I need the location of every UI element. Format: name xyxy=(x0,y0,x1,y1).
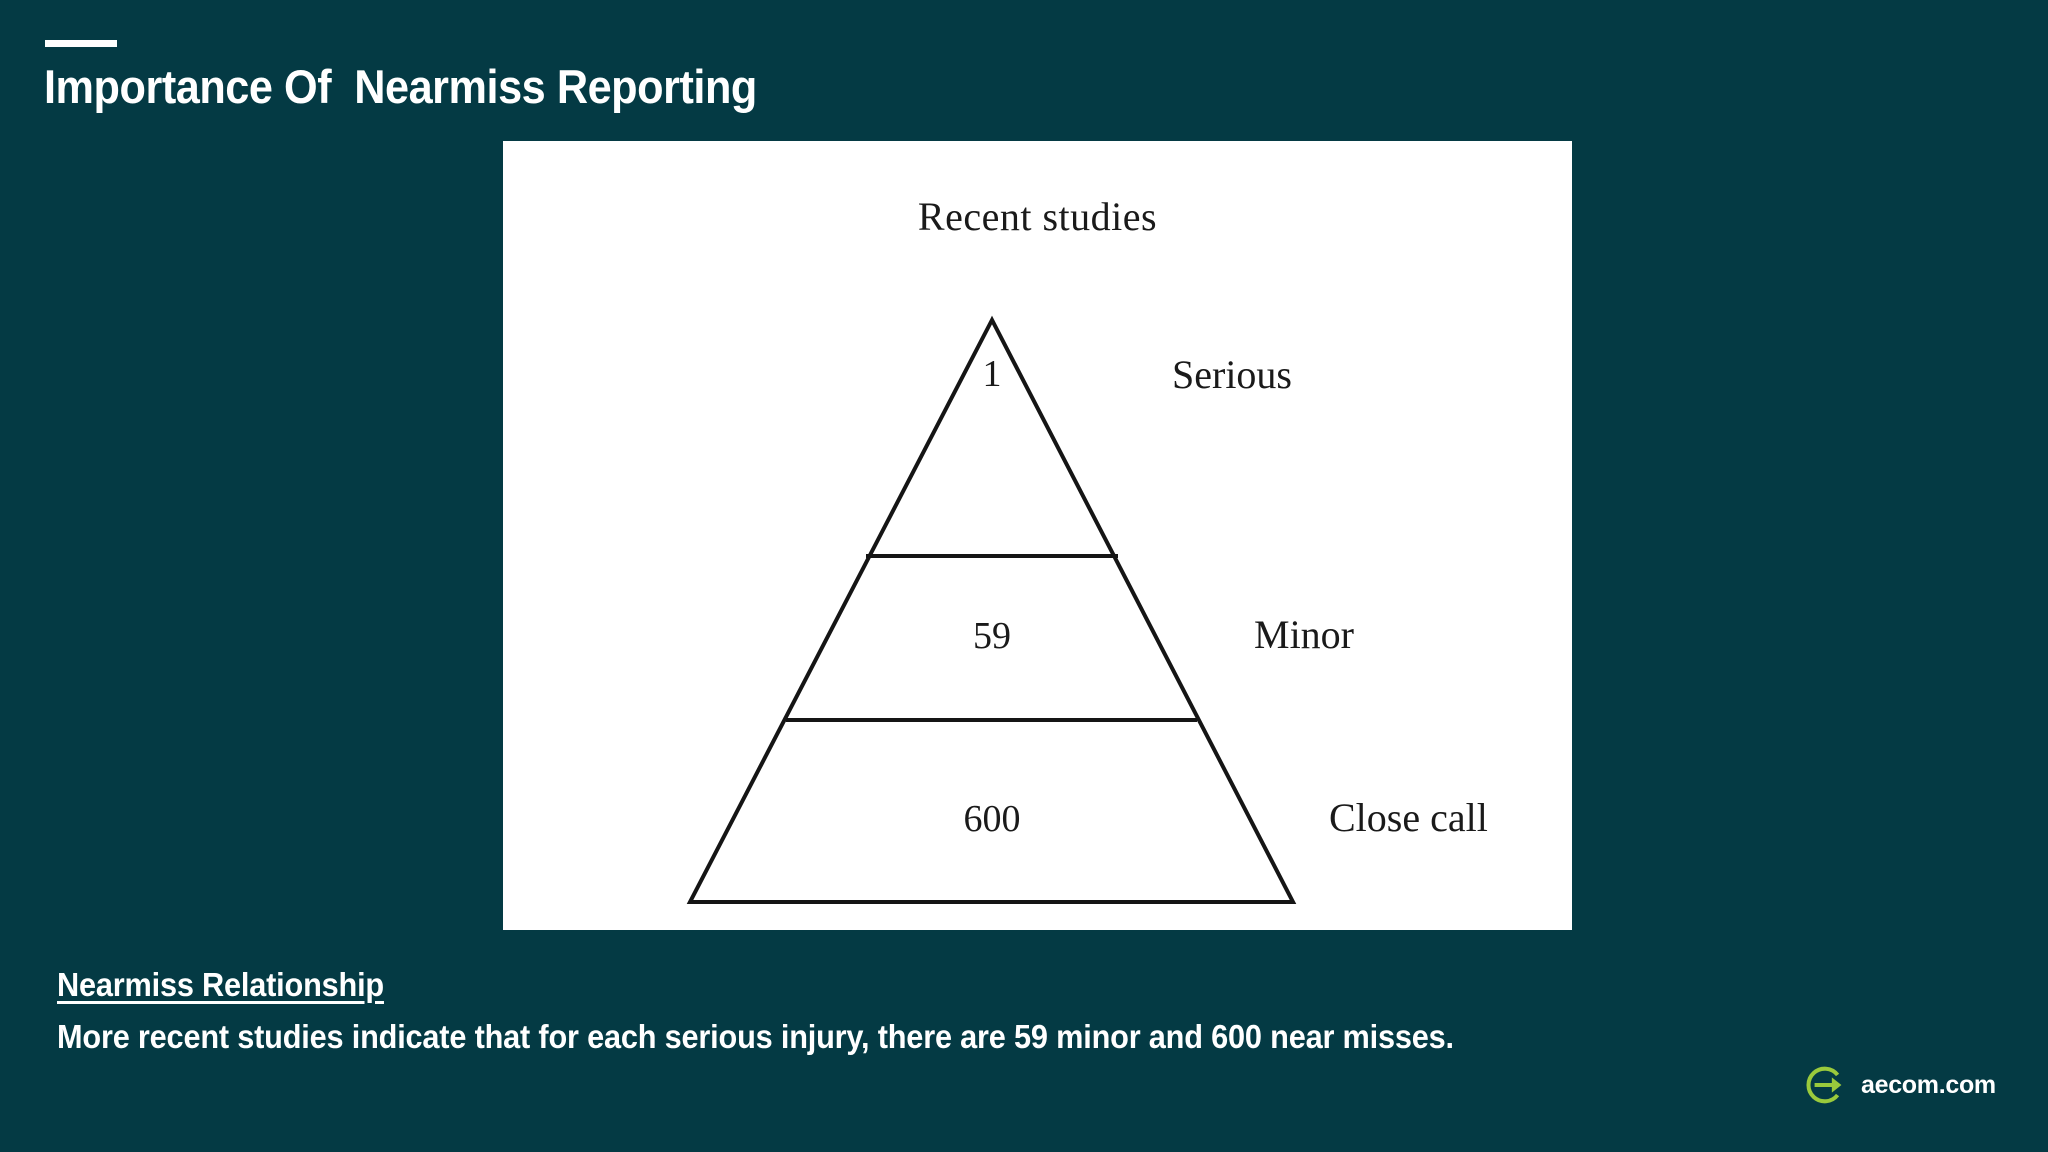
brand-name: aecom.com xyxy=(1861,1070,1996,1099)
page-title: Importance Of Nearmiss Reporting xyxy=(44,60,757,113)
figure-panel: Recent studies 1 59 600 Serious Minor Cl… xyxy=(503,141,1572,930)
pyramid-outline xyxy=(686,315,1297,904)
footer-heading: Nearmiss Relationship xyxy=(57,966,384,1003)
tier-label-serious: Serious xyxy=(1172,352,1292,397)
title-accent-rule xyxy=(45,40,117,47)
figure-caption: Recent studies xyxy=(917,194,1158,239)
tier-value-minor: 59 xyxy=(973,615,1011,657)
tier-label-minor: Minor xyxy=(1254,612,1354,657)
safety-pyramid-diagram: 1 59 600 Serious Minor Close call xyxy=(686,315,1488,904)
brand-lockup: aecom.com xyxy=(1805,1062,1996,1108)
tier-value-serious: 1 xyxy=(983,353,1002,395)
tier-value-close-call: 600 xyxy=(964,798,1021,840)
tier-label-close-call: Close call xyxy=(1329,795,1488,840)
footer-body: More recent studies indicate that for ea… xyxy=(57,1018,1454,1055)
footer-text-block: Nearmiss Relationship More recent studie… xyxy=(57,966,1957,1059)
circle-arrow-right-icon xyxy=(1806,1066,1842,1104)
